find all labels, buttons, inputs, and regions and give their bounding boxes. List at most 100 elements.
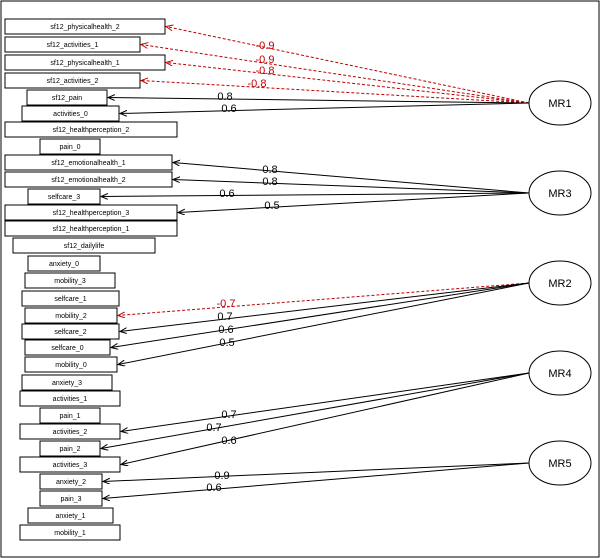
loading-value-mr1-sf12-activities-2: -0.8	[248, 78, 267, 90]
variable-label: anxiety_1	[56, 513, 86, 520]
loading-edges	[101, 27, 530, 499]
loading-value-mr3-sf12-emotionalhealth-2: 0.8	[262, 176, 277, 188]
loading-edge-mr2-mobility-0	[118, 282, 530, 365]
loading-edge-mr4-activities-2	[121, 372, 530, 432]
variable-label: sf12_emotionalhealth_1	[51, 160, 125, 167]
variable-box-pain-1: pain_1	[39, 407, 101, 424]
variable-box-selfcare-3: selfcare_3	[27, 188, 101, 205]
variable-box-selfcare-2: selfcare_2	[21, 323, 120, 340]
variable-box-outline	[4, 204, 178, 221]
loading-value-mr5-anxiety-2: 0.9	[214, 470, 229, 482]
variable-box-activities-1: activities_1	[19, 390, 121, 407]
variable-box-sf12-healthperception-2: sf12_healthperception_2	[4, 121, 178, 138]
variable-label: pain_3	[60, 496, 81, 503]
variable-label: sf12_healthperception_1	[53, 226, 130, 233]
factor-ellipse	[528, 80, 592, 126]
variable-label: sf12_physicalhealth_1	[50, 60, 119, 67]
loading-edge-mr3-sf12-healthperception-3	[178, 192, 530, 213]
variable-label: pain_1	[59, 413, 80, 420]
variable-box-outline	[12, 237, 156, 254]
variable-box-sf12-healthperception-1: sf12_healthperception_1	[4, 220, 178, 237]
loading-value-mr2-selfcare-2: 0.7	[217, 311, 232, 323]
variable-box-anxiety-2: anxiety_2	[39, 473, 103, 490]
loading-value-mr3-selfcare-3: 0.6	[219, 188, 234, 200]
variable-box-outline	[4, 154, 173, 171]
variable-label: mobility_1	[54, 530, 86, 537]
variable-label: sf12_pain	[52, 95, 82, 102]
variable-box-anxiety-1: anxiety_1	[27, 507, 114, 524]
loading-value-mr4-activities-2: 0.7	[221, 409, 236, 421]
variable-box-outline	[4, 18, 166, 35]
variable-box-outline	[39, 473, 103, 490]
variable-box-sf12-physicalhealth-2: sf12_physicalhealth_2	[4, 18, 166, 35]
variable-box-sf12-dailylife: sf12_dailylife	[12, 237, 156, 254]
loading-value-mr5-pain-3: 0.6	[206, 482, 221, 494]
variable-label: activities_1	[53, 396, 88, 403]
loading-edge-mr1-sf12-activities-1	[141, 45, 530, 104]
variable-box-outline	[4, 121, 178, 138]
loading-edge-mr3-selfcare-3	[101, 192, 530, 197]
variable-box-outline	[19, 390, 121, 407]
variable-box-pain-3: pain_3	[39, 490, 103, 507]
variable-label: sf12_physicalhealth_2	[50, 24, 119, 31]
loading-value-mr1-sf12-physicalhealth-2: -0.9	[256, 40, 275, 52]
loading-value-mr3-sf12-healthperception-3: 0.5	[264, 200, 279, 212]
loading-edge-mr4-pain-2	[101, 372, 530, 449]
loading-value-mr4-pain-2: 0.7	[206, 422, 221, 434]
loading-edge-mr1-sf12-physicalhealth-1	[166, 63, 530, 104]
variable-label: selfcare_1	[54, 296, 86, 303]
variable-label: anxiety_3	[52, 380, 82, 387]
variable-box-outline	[39, 440, 101, 457]
variable-label: sf12_emotionalhealth_2	[51, 177, 125, 184]
variable-label: activities_0	[53, 111, 88, 118]
variable-label: mobility_0	[55, 362, 87, 369]
loading-value-mr1-sf12-activities-1: -0.9	[256, 54, 275, 66]
variable-label: mobility_3	[54, 278, 86, 285]
loading-labels: -0.9-0.9-0.8-0.80.80.60.80.80.60.5-0.70.…	[206, 40, 279, 494]
loading-edge-mr2-selfcare-2	[120, 282, 530, 332]
variable-box-activities-3: activities_3	[19, 456, 121, 473]
variable-box-anxiety-0: anxiety_0	[27, 255, 101, 272]
variable-box-outline	[4, 171, 173, 188]
variable-box-outline	[24, 272, 116, 289]
variable-box-outline	[4, 36, 141, 53]
variable-box-selfcare-0: selfcare_0	[24, 339, 111, 356]
factor-node-mr1: MR1	[528, 80, 592, 126]
loading-edge-mr2-selfcare-0	[111, 282, 530, 348]
loading-edge-mr2-mobility-2	[118, 282, 530, 316]
variable-label: mobility_2	[55, 313, 87, 320]
variable-label: sf12_dailylife	[64, 243, 105, 250]
loading-edge-mr4-activities-3	[121, 372, 530, 465]
factor-ellipse	[528, 260, 592, 306]
loading-edge-mr1-sf12-physicalhealth-2	[166, 27, 530, 104]
loading-edge-mr3-sf12-emotionalhealth-1	[173, 163, 530, 194]
variable-box-mobility-1: mobility_1	[19, 524, 121, 541]
variable-label: sf12_activities_1	[47, 42, 99, 49]
loading-edge-mr1-sf12-activities-2	[141, 81, 530, 104]
variable-box-mobility-0: mobility_0	[24, 356, 118, 373]
variable-box-outline	[19, 423, 121, 440]
factor-ellipse	[528, 170, 592, 216]
variable-box-outline	[21, 290, 120, 307]
variable-box-mobility-3: mobility_3	[24, 272, 116, 289]
factor-label: MR4	[548, 368, 571, 380]
variable-label: activities_2	[53, 429, 88, 436]
loading-value-mr3-sf12-emotionalhealth-1: 0.8	[262, 164, 277, 176]
loading-edge-mr3-sf12-emotionalhealth-2	[173, 180, 530, 194]
variable-box-outline	[24, 307, 118, 324]
factor-label: MR1	[548, 98, 571, 110]
variable-box-sf12-activities-2: sf12_activities_2	[4, 72, 141, 89]
loading-value-mr2-mobility-2: -0.7	[217, 298, 236, 310]
variable-box-activities-2: activities_2	[19, 423, 121, 440]
variable-box-outline	[4, 72, 141, 89]
variable-box-sf12-activities-1: sf12_activities_1	[4, 36, 141, 53]
factor-node-mr4: MR4	[528, 350, 592, 396]
variable-box-outline	[27, 255, 101, 272]
loading-value-mr2-selfcare-0: 0.6	[218, 324, 233, 336]
factor-label: MR5	[548, 458, 571, 470]
variable-label: anxiety_2	[56, 479, 86, 486]
variable-box-outline	[21, 323, 120, 340]
